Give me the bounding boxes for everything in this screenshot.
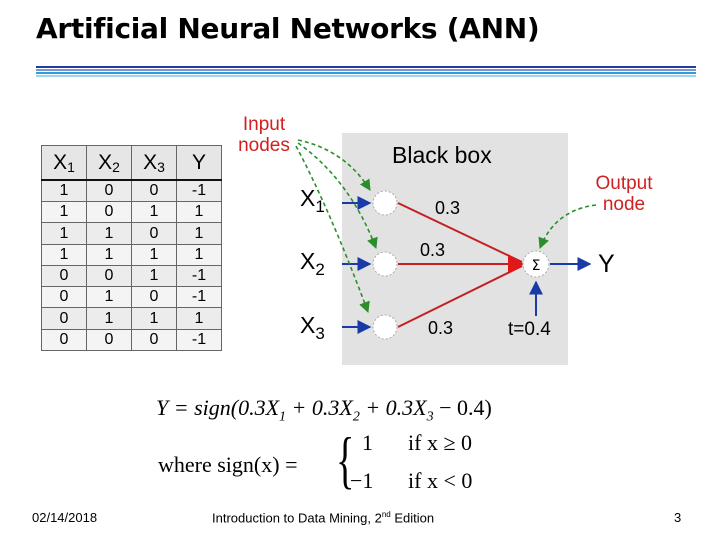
table-cell: 0: [41, 307, 87, 330]
black-box-label: Black box: [392, 142, 492, 168]
table-cell: 1: [41, 222, 87, 245]
edge-x1-sum: [397, 202, 523, 263]
weight-x1: 0.3: [435, 198, 461, 218]
cases-brace: {: [336, 424, 355, 495]
table-cell: 1: [41, 179, 87, 203]
table-cell: 1: [41, 243, 87, 266]
output-node-label: Output node: [595, 173, 653, 215]
input-nodes-label: Input nodes: [238, 114, 290, 156]
column-header-x2: X2: [86, 145, 132, 181]
edge-x3-sum: [397, 265, 523, 328]
footer-date: 02/14/2018: [32, 510, 98, 525]
table-cell: 1: [86, 286, 132, 309]
sign-formula: Y = sign(0.3X1 + 0.3X2 + 0.3X3 − 0.4): [156, 395, 492, 425]
case1-condition: if x ≥ 0: [408, 430, 473, 455]
input-label-x2: X2: [300, 248, 325, 279]
page-number: 3: [674, 510, 682, 525]
column-header-x3: X3: [131, 145, 177, 181]
table-cell: 1: [131, 264, 177, 288]
pointer-input-x3: [295, 145, 370, 314]
input-node-x1: [372, 190, 398, 216]
threshold-label: t=0.4: [508, 319, 551, 340]
output-label-y: Y: [598, 250, 615, 278]
case2-value: −1: [350, 468, 374, 493]
table-cell: -1: [176, 328, 222, 352]
table-cell: 1: [86, 243, 132, 266]
title-underline: [36, 66, 696, 68]
input-label-x1: X1: [300, 185, 325, 216]
sign-definition: where sign(x) =: [158, 452, 298, 477]
footer-book: Introduction to Data Mining, 2nd Edition: [212, 510, 435, 526]
slide-title: Artificial Neural Networks (ANN): [36, 12, 540, 45]
title-underline: [36, 69, 696, 71]
input-label-x3: X3: [300, 312, 325, 343]
table-cell: 0: [86, 264, 132, 288]
table-cell: -1: [176, 286, 222, 309]
title-underline: [36, 72, 696, 74]
table-cell: 0: [86, 179, 132, 203]
pointer-input-x2: [297, 142, 378, 250]
column-header-x1: X1: [41, 145, 87, 181]
input-node-x2: [372, 251, 398, 277]
output-node: [522, 250, 550, 278]
case2-condition: if x < 0: [408, 468, 473, 493]
table-cell: 0: [131, 286, 177, 309]
sum-symbol: Σ: [532, 258, 541, 274]
weight-x3: 0.3: [428, 318, 454, 338]
table-cell: 1: [131, 201, 177, 224]
table-cell: 1: [131, 243, 177, 266]
table-header-row: X1 X2 X3 Y: [41, 145, 222, 181]
table-cell: 0: [41, 264, 87, 288]
table-cell: 1: [176, 201, 222, 224]
table-cell: 1: [86, 222, 132, 245]
weight-x2: 0.3: [420, 240, 446, 260]
table-cell: 0: [41, 286, 87, 309]
table-cell: 1: [176, 243, 222, 266]
pointer-input-x1: [297, 139, 371, 191]
title-underline: [36, 75, 696, 77]
table-cell: 0: [86, 328, 132, 352]
table-cell: -1: [176, 179, 222, 203]
table-cell: 0: [131, 179, 177, 203]
pointer-output: [538, 204, 597, 250]
table-cell: -1: [176, 264, 222, 288]
table-cell: 1: [176, 307, 222, 330]
sum-arrowhead: [508, 254, 524, 274]
table-cell: 1: [176, 222, 222, 245]
input-node-x3: [372, 314, 398, 340]
case1-value: 1: [362, 430, 373, 455]
column-header-y: Y: [176, 145, 222, 181]
